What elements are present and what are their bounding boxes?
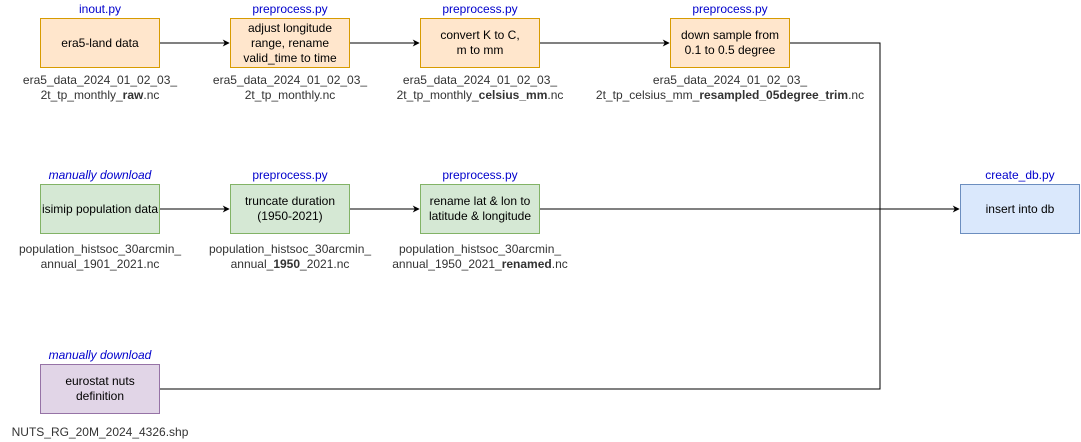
file-line2-prefix: annual_1901_2021.nc [40, 257, 160, 271]
script-label-adjust: preprocess.py [252, 2, 328, 16]
node-era5-land-data[interactable]: era5-land data [40, 18, 160, 68]
file-line2: annual_1950_2021_renamed.nc [380, 257, 580, 272]
file-line1: era5_data_2024_01_02_03_ [402, 73, 558, 87]
node-insert-into-db[interactable]: insert into db [960, 184, 1080, 234]
file-line2-prefix: 2t_tp_celsius_mm_ [595, 88, 700, 102]
file-line2-prefix: annual_ [230, 257, 274, 271]
file-line2-bold: renamed [501, 257, 552, 271]
file-label-rename: population_histsoc_30arcmin_ annual_1950… [380, 242, 580, 272]
file-line1: era5_data_2024_01_02_03_ [212, 73, 368, 87]
file-line1: NUTS_RG_20M_2024_4326.shp [11, 425, 189, 439]
file-label-era5: era5_data_2024_01_02_03_ 2t_tp_monthly_r… [0, 73, 200, 103]
node-eurostat-nuts[interactable]: eurostat nuts definition [40, 364, 160, 414]
node-truncate-duration[interactable]: truncate duration (1950-2021) [230, 184, 350, 234]
file-line2: 2t_tp_monthly_celsius_mm.nc [380, 88, 580, 103]
file-line1: population_histsoc_30arcmin_ [208, 242, 372, 256]
file-line2-suffix: .nc [143, 88, 160, 102]
script-label-createdb: create_db.py [985, 168, 1055, 182]
file-line1: era5_data_2024_01_02_03_ [652, 73, 808, 87]
file-line2-suffix: _2021.nc [300, 257, 350, 271]
script-label-truncate: preprocess.py [252, 168, 328, 182]
file-line2-bold: raw [122, 88, 144, 102]
node-adjust-longitude[interactable]: adjust longitude range, rename valid_tim… [230, 18, 350, 68]
file-line2: 2t_tp_monthly_raw.nc [0, 88, 200, 103]
file-line2: 2t_tp_monthly.nc [190, 88, 390, 103]
edge-eurostat-to-createdb [160, 209, 881, 390]
file-line2-prefix: annual_1950_2021_ [392, 257, 502, 271]
file-line2-suffix: .nc [848, 88, 865, 102]
script-label-isimip: manually download [48, 168, 152, 182]
script-label-era5: inout.py [78, 2, 122, 16]
script-label-downsample: preprocess.py [692, 2, 768, 16]
node-convert-units[interactable]: convert K to C, m to mm [420, 18, 540, 68]
file-label-adjust: era5_data_2024_01_02_03_ 2t_tp_monthly.n… [190, 73, 390, 103]
file-line1: population_histsoc_30arcmin_ [398, 242, 562, 256]
node-rename-lat-lon[interactable]: rename lat & lon to latitude & longitude [420, 184, 540, 234]
file-line2-suffix: .nc [547, 88, 564, 102]
file-label-eurostat: NUTS_RG_20M_2024_4326.shp [0, 425, 200, 440]
file-label-convert: era5_data_2024_01_02_03_ 2t_tp_monthly_c… [380, 73, 580, 103]
file-line2-bold: celsius_mm [478, 88, 548, 102]
file-line1: population_histsoc_30arcmin_ [18, 242, 182, 256]
file-line1: era5_data_2024_01_02_03_ [22, 73, 178, 87]
file-line2-bold: resampled_05degree_trim [699, 88, 849, 102]
node-isimip-population[interactable]: isimip population data [40, 184, 160, 234]
file-line2: annual_1950_2021.nc [190, 257, 390, 272]
file-line2-bold: 1950 [273, 257, 301, 271]
file-label-downsample: era5_data_2024_01_02_03_ 2t_tp_celsius_m… [580, 73, 880, 103]
file-line2-suffix: .nc [551, 257, 568, 271]
file-label-isimip: population_histsoc_30arcmin_ annual_1901… [0, 242, 200, 272]
node-down-sample[interactable]: down sample from 0.1 to 0.5 degree [670, 18, 790, 68]
script-label-convert: preprocess.py [442, 2, 518, 16]
file-line2-prefix: 2t_tp_monthly_ [40, 88, 123, 102]
file-line2-prefix: 2t_tp_monthly.nc [244, 88, 336, 102]
script-label-rename: preprocess.py [442, 168, 518, 182]
file-line2-prefix: 2t_tp_monthly_ [396, 88, 479, 102]
file-line2: annual_1901_2021.nc [0, 257, 200, 272]
file-label-truncate: population_histsoc_30arcmin_ annual_1950… [190, 242, 390, 272]
edge-downsample-to-createdb [790, 42, 881, 209]
file-line2: 2t_tp_celsius_mm_resampled_05degree_trim… [580, 88, 880, 103]
script-label-eurostat: manually download [48, 348, 152, 362]
